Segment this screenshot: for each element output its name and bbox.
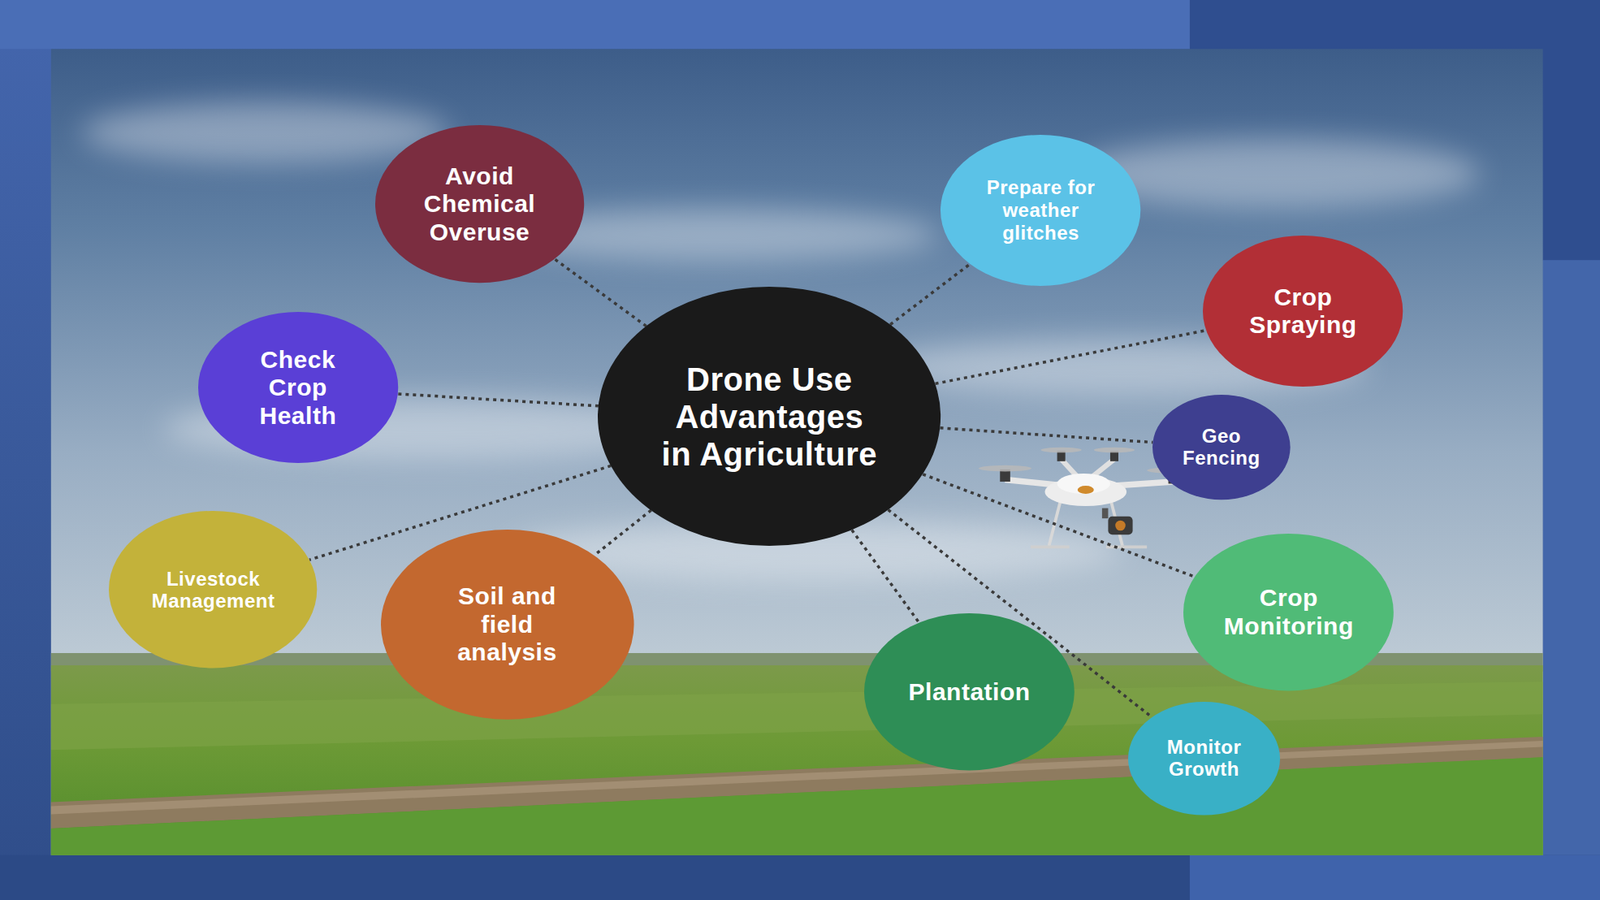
bubble-label: Soil and field analysis (449, 582, 564, 667)
bubble-label: Plantation (908, 678, 1031, 707)
center-topic: Drone Use Advantages in Agriculture (597, 286, 941, 546)
bubble-label: Monitor Growth (1151, 735, 1258, 781)
benefit-bubble: Monitor Growth (1128, 701, 1280, 816)
dotted-connector (397, 393, 599, 407)
bubble-label: Crop Monitoring (1207, 583, 1371, 640)
benefit-bubble: Crop Monitoring (1183, 533, 1394, 691)
bubble-label: Geo Fencing (1176, 424, 1267, 470)
bubble-label: Avoid Chemical Overuse (410, 162, 549, 247)
benefit-bubble: Crop Spraying (1202, 235, 1403, 387)
bubble-label: Prepare for weather glitches (984, 176, 1099, 244)
bubble-label: Drone Use Advantages in Agriculture (647, 360, 891, 473)
benefit-bubble: Geo Fencing (1152, 394, 1291, 500)
dotted-connector (890, 263, 970, 325)
bubble-label: Crop Spraying (1233, 283, 1372, 340)
benefit-bubble: Avoid Chemical Overuse (375, 125, 584, 283)
benefit-bubble: Soil and field analysis (380, 529, 635, 720)
dotted-connector (851, 529, 920, 623)
benefit-bubble: Check Crop Health (198, 311, 398, 463)
dotted-connector (940, 428, 1154, 443)
dotted-connector (593, 510, 651, 556)
dotted-connector (554, 259, 647, 327)
benefit-bubble: Plantation (864, 613, 1075, 770)
dotted-connector (935, 330, 1207, 385)
benefit-bubble: Livestock Management (108, 510, 317, 668)
dotted-connector (922, 474, 1195, 577)
bubble-label: Check Crop Health (241, 345, 355, 431)
bubble-label: Livestock Management (132, 567, 295, 613)
benefit-bubble: Prepare for weather glitches (940, 134, 1141, 286)
dotted-connector (888, 510, 1153, 718)
